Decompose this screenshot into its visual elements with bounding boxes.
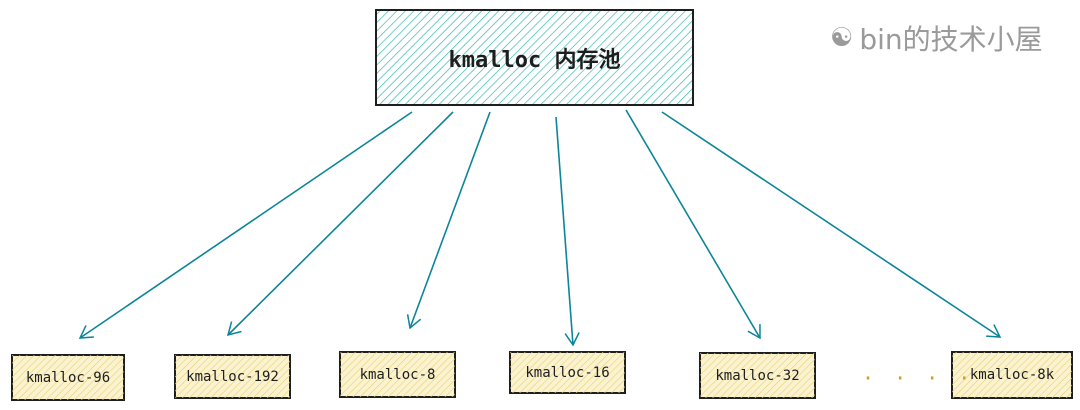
arrow-to-kmalloc-8k <box>661 111 1002 338</box>
arrow-to-kmalloc-96 <box>78 111 413 339</box>
cache-box-hatch <box>510 352 625 393</box>
cache-label: kmalloc-8k <box>969 367 1055 383</box>
arrow-to-kmalloc-8 <box>406 111 491 330</box>
cache-box-kmalloc-32: kmalloc-32 <box>700 353 815 398</box>
watermark-text: bin的技术小屋 <box>859 23 1043 56</box>
root-box-hatch <box>375 9 694 106</box>
cache-label: kmalloc-8 <box>359 366 436 383</box>
cache-box-hatch <box>175 355 290 398</box>
cache-box-hatch <box>952 352 1072 398</box>
cache-label: kmalloc-32 <box>715 367 800 384</box>
cache-box-kmalloc-8k: kmalloc-8k <box>952 352 1072 398</box>
cache-box-hatch <box>700 353 815 398</box>
cache-box-kmalloc-16: kmalloc-16 <box>510 352 625 393</box>
cache-box-hatch <box>12 355 124 400</box>
arrow-to-kmalloc-16 <box>555 116 580 347</box>
arrow-to-kmalloc-192 <box>226 111 454 337</box>
arrow-to-kmalloc-32 <box>625 109 761 340</box>
cache-box-kmalloc-192: kmalloc-192 <box>175 355 290 398</box>
cache-label: kmalloc-192 <box>186 368 279 385</box>
wechat-icon: ☯ <box>830 23 854 53</box>
kmalloc-pool-box: kmalloc 内存池 <box>376 10 693 105</box>
cache-label: kmalloc-96 <box>25 369 111 386</box>
cache-box-kmalloc-8: kmalloc-8 <box>340 352 455 397</box>
cache-box-hatch <box>340 352 455 397</box>
cache-label: kmalloc-16 <box>525 364 610 381</box>
ellipsis: · · · · <box>862 366 975 390</box>
kmalloc-pool-label: kmalloc 内存池 <box>448 47 621 73</box>
watermark: ☯ bin的技术小屋 <box>830 18 1043 58</box>
cache-box-kmalloc-96: kmalloc-96 <box>12 355 124 400</box>
